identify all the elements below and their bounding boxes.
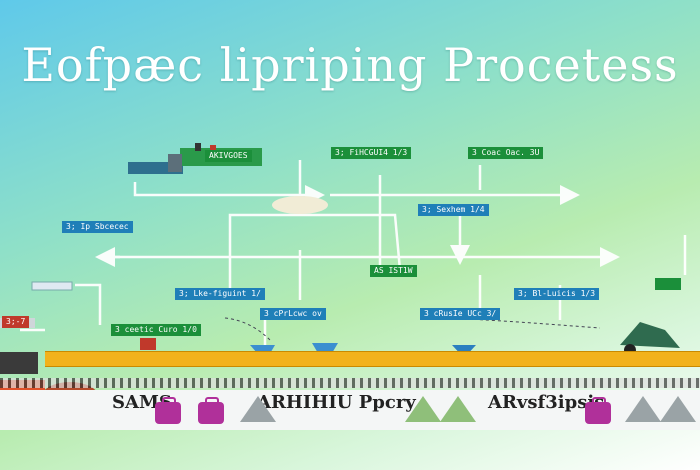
mound-icon	[660, 396, 696, 422]
plant-icon	[31, 281, 73, 291]
label-mid-right-blue: 3; Bl-Luicis 1/3	[514, 288, 600, 300]
sign-icon	[140, 338, 156, 350]
tractor-icon	[620, 322, 680, 348]
label-side-left: 3;-7	[2, 316, 30, 328]
bottom-text-center: ARHIHIU Ppcry	[257, 392, 416, 413]
label-right-blue: 3 cRusIe UCc 3/	[420, 308, 501, 320]
shed-icon	[0, 352, 38, 374]
label-top-right: 3 Coac Oac. 3U	[468, 147, 544, 159]
label-left-mid: 3; Ip Sbcecec	[62, 221, 133, 233]
mound-icon	[440, 396, 476, 422]
sheep-icon	[272, 196, 328, 214]
label-center-red: AS IST1W	[370, 265, 417, 277]
rail-track	[0, 378, 700, 388]
ground-strip	[0, 390, 700, 430]
bag-icon	[585, 397, 611, 424]
label-center-blue: 3 cPrLcwc ov	[260, 308, 326, 320]
bag-icon	[155, 397, 181, 424]
bottom-text-right: ARvsf3ipsis	[488, 392, 605, 413]
label-top-left: AKIVGOES	[205, 150, 252, 162]
diagram-title: Eofpæc lipriping Procetess	[21, 38, 679, 92]
label-upper-mid-right: 3; Sexhem 1/4	[418, 204, 489, 216]
conveyor-belt	[45, 351, 700, 367]
bag-icon	[198, 397, 224, 424]
label-far-right	[655, 278, 681, 290]
label-left-green: 3 ceetic Curo 1/0	[111, 324, 201, 336]
mound-icon	[405, 396, 441, 422]
label-mid-left-blue: 3; Lke-figuint 1/	[175, 288, 265, 300]
label-top-center: 3; FiHCGUI4 1/3	[331, 147, 412, 159]
mound-icon	[625, 396, 661, 422]
mound-icon	[240, 396, 276, 422]
